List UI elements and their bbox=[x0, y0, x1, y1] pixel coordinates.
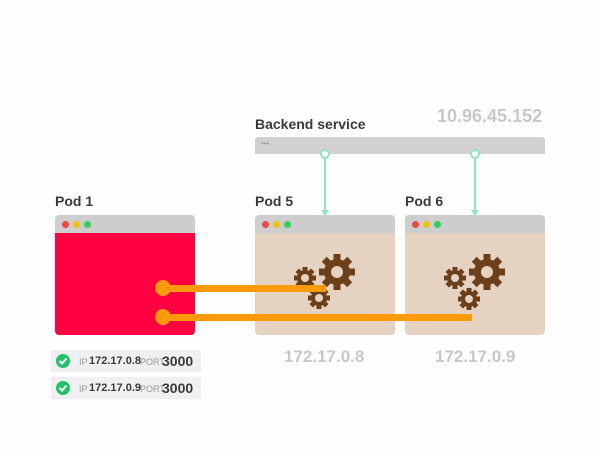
ip-label: IP bbox=[79, 384, 88, 394]
endpoint-row: IP 172.17.0.8 PORT 3000 bbox=[51, 350, 201, 372]
port-value: 3000 bbox=[162, 380, 194, 396]
pod-5-ip: 172.17.0.8 bbox=[284, 347, 365, 366]
close-dot-icon bbox=[62, 221, 69, 228]
service-connector-pod-5 bbox=[320, 149, 330, 216]
pod-6-label: Pod 6 bbox=[405, 193, 444, 209]
close-dot-icon bbox=[412, 221, 419, 228]
port-value: 3000 bbox=[162, 353, 194, 369]
minimize-dot-icon bbox=[273, 221, 280, 228]
pod-5-label: Pod 5 bbox=[255, 193, 294, 209]
minimize-dot-icon bbox=[423, 221, 430, 228]
pod-6-ip: 172.17.0.9 bbox=[435, 347, 516, 366]
endpoint-row: IP 172.17.0.9 PORT 3000 bbox=[51, 377, 201, 399]
ip-value: 172.17.0.9 bbox=[89, 382, 141, 394]
pod-5-titlebar bbox=[255, 215, 395, 233]
port-label: PORT bbox=[140, 384, 165, 394]
port-label: PORT bbox=[140, 357, 165, 367]
service-connector-pod-6 bbox=[470, 149, 480, 216]
pod-1-titlebar bbox=[55, 215, 195, 233]
gear-icon bbox=[319, 254, 355, 290]
link-pod1-to-pod5 bbox=[155, 280, 326, 296]
minimize-dot-icon bbox=[73, 221, 80, 228]
maximize-dot-icon bbox=[84, 221, 91, 228]
close-dot-icon bbox=[262, 221, 269, 228]
gear-icon bbox=[469, 254, 505, 290]
link-pod1-to-pod6 bbox=[155, 309, 472, 325]
ip-value: 172.17.0.8 bbox=[89, 355, 141, 367]
maximize-dot-icon bbox=[284, 221, 291, 228]
service-label: Backend service bbox=[255, 116, 366, 132]
check-icon bbox=[56, 354, 70, 368]
check-icon bbox=[56, 381, 70, 395]
ip-label: IP bbox=[79, 357, 88, 367]
gear-icon bbox=[458, 288, 480, 310]
pod-6-titlebar bbox=[405, 215, 545, 233]
pod-5-gears-icon bbox=[294, 254, 355, 309]
pod-1-label: Pod 1 bbox=[55, 193, 94, 209]
pod-6-gears-icon bbox=[444, 254, 505, 310]
maximize-dot-icon bbox=[434, 221, 441, 228]
service-cluster-ip: 10.96.45.152 bbox=[437, 106, 543, 126]
service-titlebar-dots: ••• bbox=[261, 139, 270, 148]
gear-icon bbox=[444, 267, 466, 289]
